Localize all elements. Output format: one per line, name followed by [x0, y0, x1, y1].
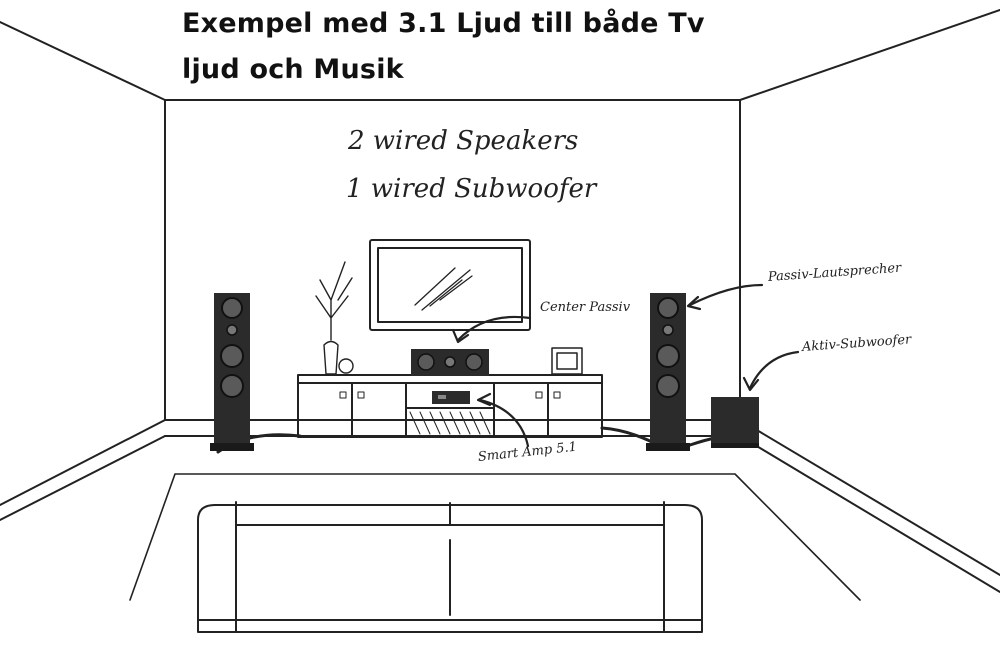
sub-arrow: [748, 350, 800, 390]
tv: [369, 239, 531, 331]
right-tower-speaker: [646, 293, 690, 451]
smart-amp: [432, 391, 470, 404]
wall-text-speakers: 2 wired Speakers: [348, 126, 579, 156]
vase-plant: [315, 261, 354, 375]
center-speaker: [411, 349, 489, 376]
speaker-cable: [216, 426, 717, 454]
picture-frame: [551, 347, 583, 375]
room-walls: [0, 9, 1000, 593]
left-tower-speaker: [210, 293, 254, 451]
rug: [129, 473, 861, 601]
passive-arrow: [688, 283, 764, 307]
subwoofer: [711, 397, 759, 448]
wall-text-subwoofer: 1 wired Subwoofer: [346, 174, 597, 204]
heading-line-2: ljud och Musik: [182, 54, 404, 85]
center-arrow: [456, 315, 532, 342]
callout-arrows: [451, 283, 800, 448]
amp-arrow: [478, 398, 530, 448]
tv-console: [297, 374, 603, 438]
center-speaker-label: Center Passiv: [540, 300, 631, 315]
heading-line-1: Exempel med 3.1 Ljud till både Tv: [182, 8, 705, 39]
sofa: [197, 501, 703, 633]
